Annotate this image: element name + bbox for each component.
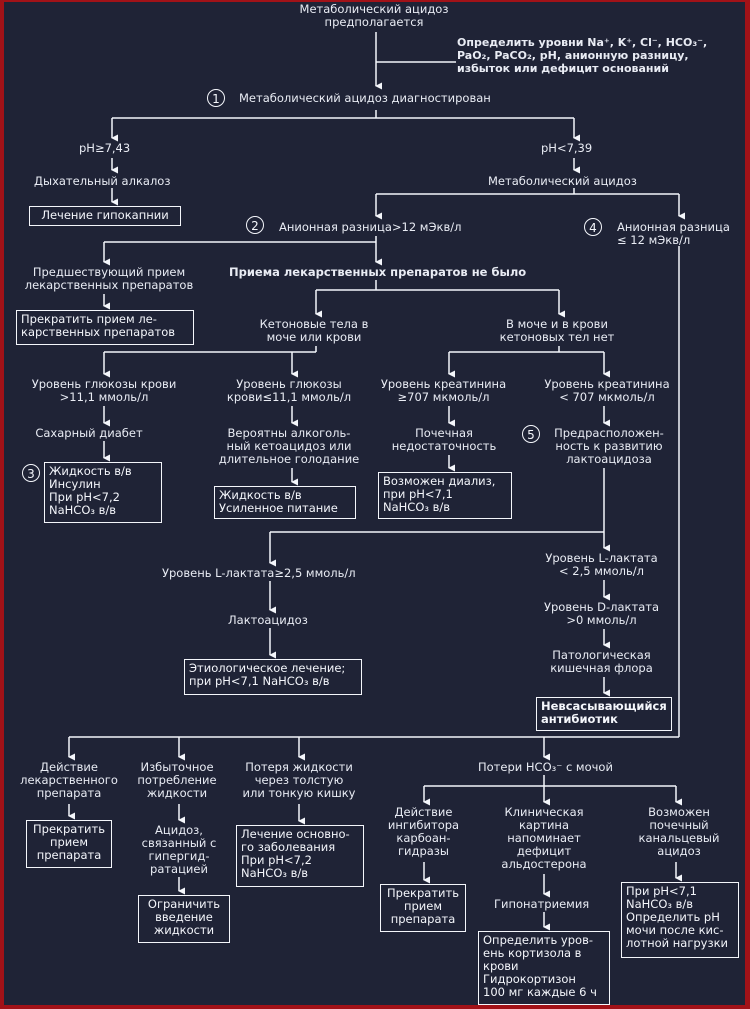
node-ph-high: pH≥7,43 [79,141,131,155]
node-creatinine-high: Уровень креатинина ≥707 мкмоль/л [380,377,507,404]
node-ph-low: pH<7,39 [541,141,593,155]
step-number-2: 2 [246,216,264,234]
connector-lines [68,32,685,931]
box-rta-tx: При pH<7,1 NaHCO₃ в/в Определить pH мочи… [621,882,739,958]
node-lactic-predisposition: Предрасположен- ность к развитию лактоац… [554,426,664,466]
box-limit-fluid: Ограничить введение жидкости [138,895,230,943]
step-number-4: 4 [584,218,602,236]
box-stop-drugs: Прекратить прием ле- карственных препара… [16,310,194,345]
node-hyperhydration: Ацидоз, связанный с гипергид- ратацией [141,823,217,876]
node-alcoholic: Вероятны алкоголь- ный кетоацидоз или дл… [218,426,360,466]
node-start: Метаболический ацидоз предполагается [299,2,449,29]
box-hypocapnia-tx: Лечение гипокапнии [29,206,181,226]
box-treat-disease: Лечение основно- го заболевания При pH<7… [236,825,364,887]
node-renal-failure: Почечная недостаточность [391,426,497,453]
node-l-lactate-high: Уровень L-лактата≥2,5 ммоль/л [162,566,356,580]
box-alcoholic-tx: Жидкость в/в Усиленное питание [214,486,356,519]
node-diabetes: Сахарный диабет [35,426,143,440]
node-anion-gap-low: Анионная разница ≤ 12 мЭкв/л [617,220,730,247]
step-number-5: 5 [522,425,540,443]
box-antibiotic: Невсасывающийся антибиотик [536,697,672,731]
box-etiologic-tx: Этиологическое лечение; при pH<7,1 NaHCO… [184,659,362,695]
node-lactic-acidosis: Лактоацидоз [228,613,308,627]
node-resp-alkalosis: Дыхательный алкалоз [34,174,171,188]
step-number-3: 3 [22,464,40,482]
node-determine-labs: Определить уровни Na⁺, K⁺, Cl⁻, HCO₃⁻, P… [457,36,708,75]
node-hco3-urine: Потери HCO₃⁻ с мочой [478,760,613,774]
node-excess-fluid: Избыточное потребление жидкости [137,760,217,800]
node-glucose-low: Уровень глюкозы крови≤11,1 ммоль/л [226,377,352,404]
node-gut-flora: Патологическая кишечная флора [550,648,653,675]
node-l-lactate-low: Уровень L-лактата < 2,5 ммоль/л [545,551,658,578]
node-hyponatremia: Гипонатриемия [494,897,590,911]
node-metab-acidosis: Метаболический ацидоз [488,174,637,188]
node-prior-drugs: Предшествующий прием лекарственных препа… [24,265,194,292]
box-stop-drug-2: Прекратить прием препарата [380,884,466,932]
step-number-1: 1 [207,89,225,107]
box-diabetes-tx: Жидкость в/в Инсулин При pH<7,2 NaHCO₃ в… [44,462,162,523]
node-diagnosed: Метаболический ацидоз диагностирован [239,91,491,105]
node-creatinine-low: Уровень креатинина < 707 мкмоль/л [544,377,670,404]
node-gi-loss: Потеря жидкости через толстую или тонкую… [242,760,356,800]
node-ketones-absent: В моче и в крови кетоновых тел нет [499,317,615,344]
box-stop-drug-1: Прекратить прием препарата [26,820,112,868]
node-rta: Возможен почечный канальцевый ацидоз [638,805,720,858]
box-cortisol: Определить уров- ень кортизола в крови Г… [478,931,610,1005]
node-glucose-high: Уровень глюкозы крови >11,1 ммоль/л [31,377,177,404]
node-anion-gap-high: Анионная разница>12 мЭкв/л [279,220,462,234]
node-ca-inhibitor: Действие ингибитора карбоан- гидразы [387,805,460,858]
node-no-drugs: Приема лекарственных препаратов не было [229,265,527,279]
node-ketones-present: Кетоновые тела в моче или крови [259,317,369,344]
box-dialysis: Возможен диализ, при pH<7,1 NaHCO₃ в/в [378,472,512,519]
node-d-lactate: Уровень D-лактата >0 ммоль/л [544,600,659,627]
node-aldosterone: Клиническая картина напоминает дефицит а… [501,805,587,871]
node-drug-action: Действие лекарственного препарата [20,760,118,800]
flowchart-canvas: Метаболический ацидоз предполагается Опр… [4,2,745,1005]
